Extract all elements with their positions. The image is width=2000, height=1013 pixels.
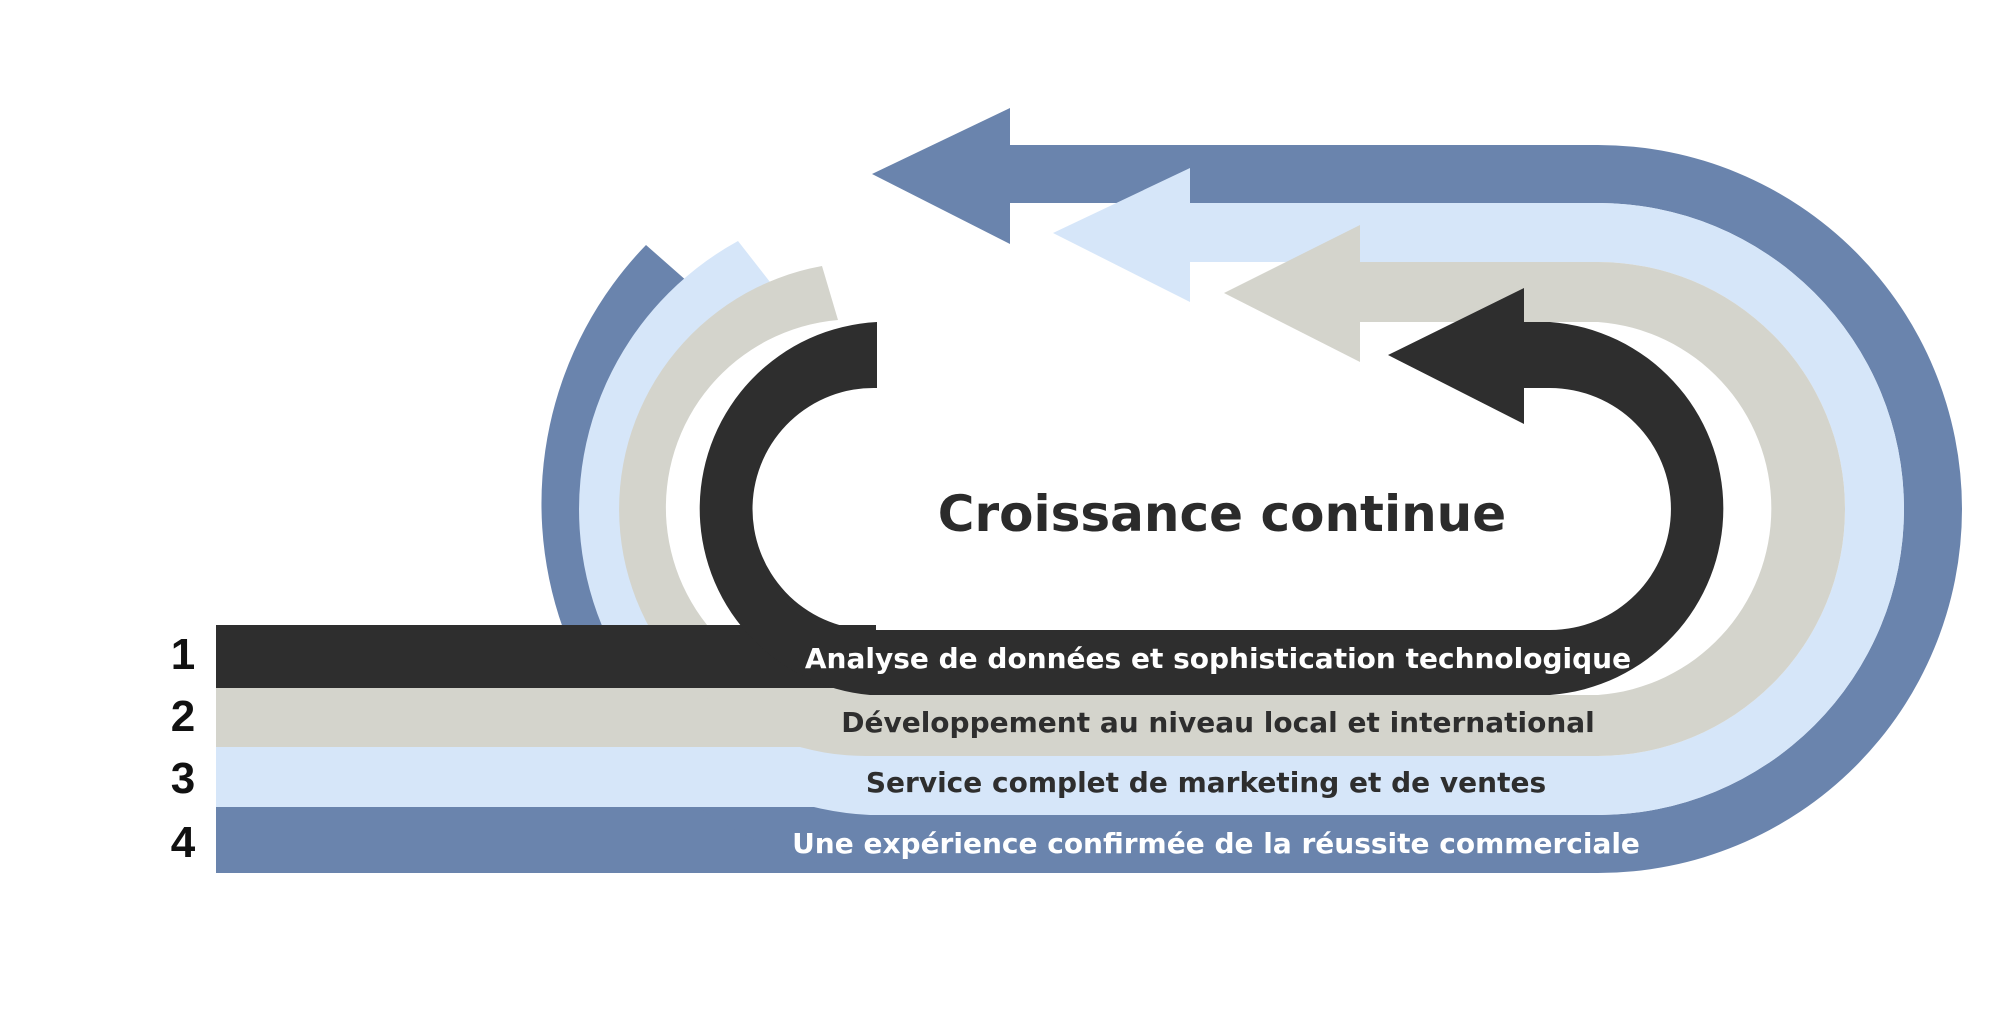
layer-3-number: 3 — [171, 754, 195, 803]
layer-4-label: Une expérience confirmée de la réussite … — [792, 827, 1640, 860]
layer-1-label: Analyse de données et sophistication tec… — [805, 642, 1631, 675]
layer-4-arrowhead — [872, 108, 1010, 244]
layer-2-arc — [619, 262, 1845, 757]
layer-2-label: Développement au niveau local et interna… — [841, 706, 1595, 739]
layer-3-loop — [216, 168, 1905, 815]
layer-4-number: 4 — [171, 818, 196, 867]
layer-2-loop — [216, 225, 1845, 757]
layer-3-arc — [579, 203, 1905, 815]
layer-1-number: 1 — [171, 630, 195, 679]
layer-3-label: Service complet de marketing et de vente… — [866, 766, 1546, 799]
diagram-title: Croissance continue — [938, 485, 1506, 543]
layer-2-arrowhead — [1224, 225, 1360, 362]
layer-4-loop — [216, 108, 1962, 873]
layer-1-arrowhead — [1388, 288, 1524, 424]
layer-1-loop — [216, 288, 1724, 695]
layer-1-arc — [699, 322, 1724, 695]
layer-2-number: 2 — [171, 692, 195, 741]
layer-3-arrowhead — [1053, 168, 1190, 302]
